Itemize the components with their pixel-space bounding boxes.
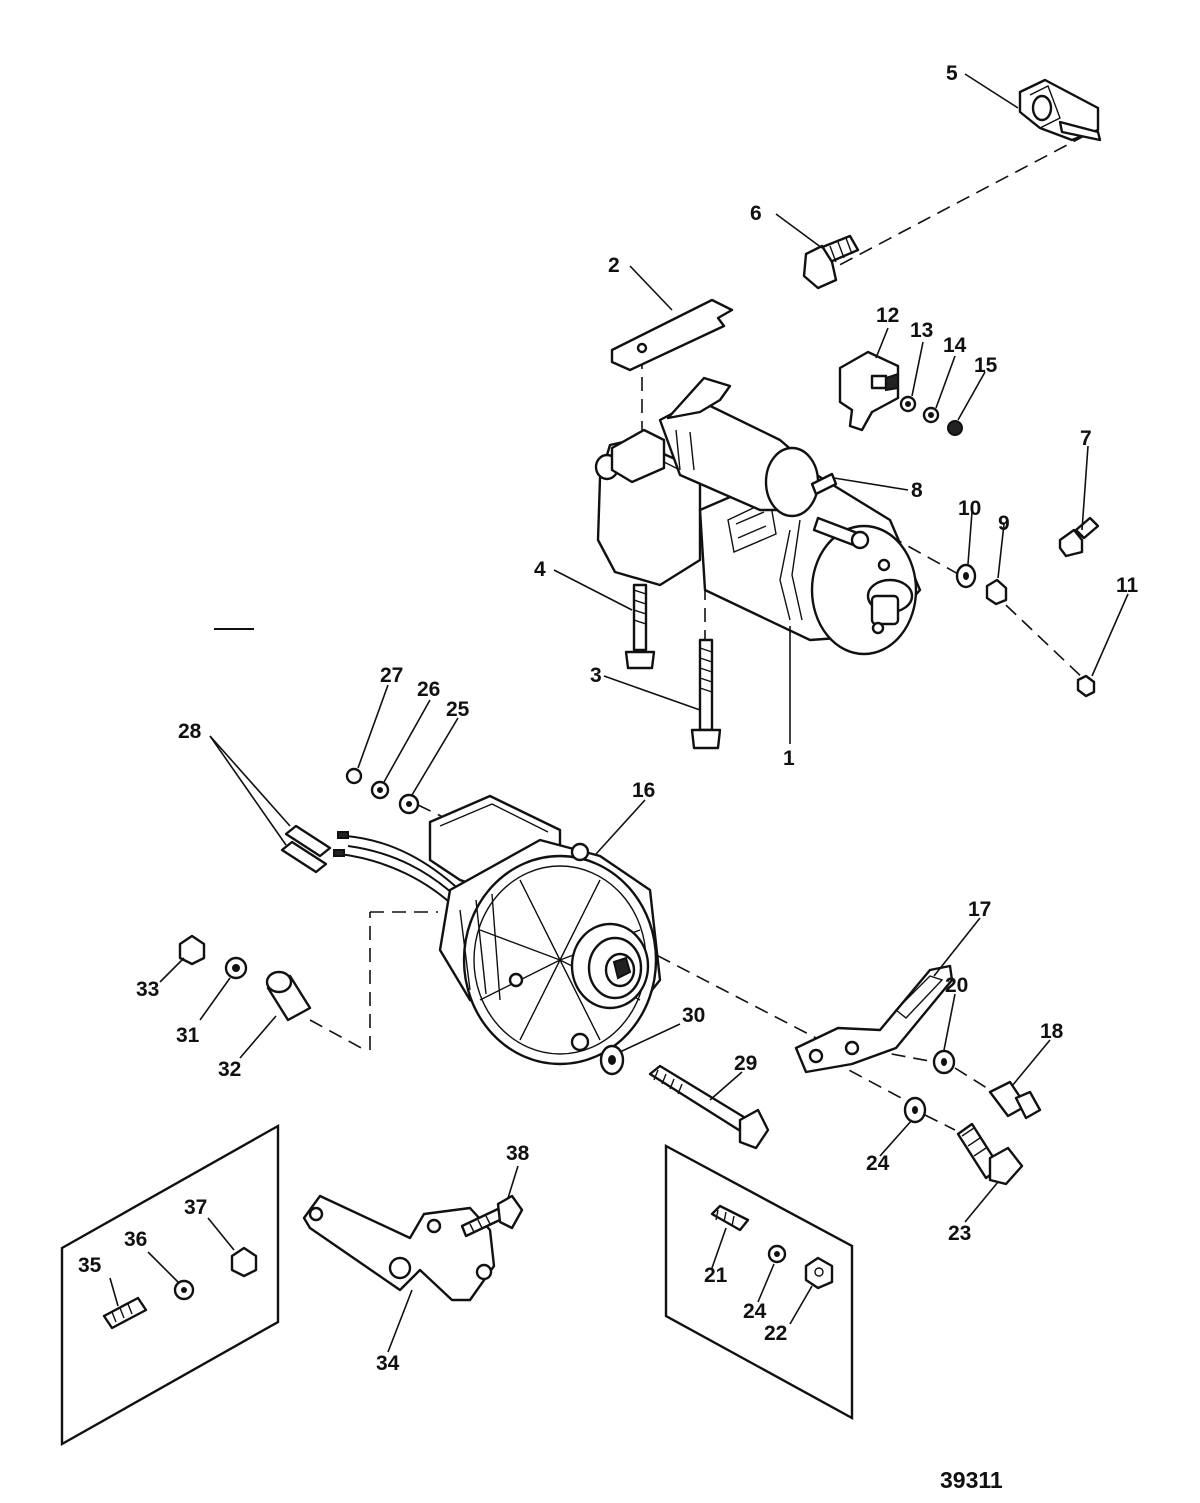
part-16-alternator (333, 794, 662, 1066)
callout-38: 38 (506, 1142, 530, 1165)
part-7-bolt (1058, 516, 1100, 558)
callout-27: 27 (380, 664, 403, 687)
part-5-bracket (1018, 78, 1102, 142)
callout-14: 14 (943, 334, 967, 357)
callout-26: 26 (417, 678, 440, 701)
callout-16: 16 (632, 779, 655, 802)
part-28-sleeves (280, 824, 332, 874)
callout-20: 20 (945, 974, 968, 997)
callout-7: 7 (1080, 427, 1092, 450)
part-4-bolt (624, 583, 656, 670)
callout-29: 29 (734, 1052, 757, 1075)
callout-22: 22 (764, 1322, 787, 1345)
callout-30: 30 (682, 1004, 705, 1027)
callout-1: 1 (783, 747, 795, 770)
callout-3: 3 (590, 664, 602, 687)
callout-11: 11 (1116, 574, 1139, 597)
part-32-spacer (265, 970, 312, 1022)
part-9-nut (985, 578, 1008, 606)
callout-31: 31 (176, 1024, 200, 1047)
part-27-nut (345, 767, 363, 785)
part-38-bolt (460, 1194, 524, 1238)
callout-35: 35 (78, 1254, 102, 1277)
callout-21: 21 (704, 1264, 728, 1287)
callout-24-lower: 24 (743, 1300, 767, 1323)
assembly-lines (139, 134, 1087, 1311)
figure-number: 39311 (940, 1467, 1003, 1493)
callout-9: 9 (998, 512, 1010, 535)
part-18-bolt (988, 1080, 1042, 1120)
detail-panel-left (60, 1123, 280, 1447)
callout-18: 18 (1040, 1020, 1064, 1043)
part-1-starter-motor (594, 376, 922, 656)
callout-25: 25 (446, 698, 470, 721)
callout-23: 23 (948, 1222, 971, 1245)
part-31-washer (224, 956, 248, 980)
callouts: 1 2 3 4 5 6 7 8 9 10 11 12 13 14 15 16 1… (78, 62, 1139, 1375)
callout-2: 2 (608, 254, 620, 277)
part-11-nut (1076, 674, 1096, 698)
part-30-washer (599, 1044, 625, 1076)
callout-5: 5 (946, 62, 958, 85)
detail-panel-right (664, 1143, 854, 1421)
part-25-washer (398, 793, 420, 815)
leader-lines (109, 73, 1129, 1353)
callout-28: 28 (178, 720, 202, 743)
part-23-bolt (956, 1122, 1024, 1186)
part-6-bolt (802, 234, 860, 290)
part-20-washer (932, 1049, 956, 1075)
callout-8: 8 (911, 479, 923, 502)
parts-13-15-hardware (899, 395, 963, 436)
part-12-terminal (838, 350, 900, 432)
part-10-washer (955, 563, 977, 589)
part-3-bolt (690, 638, 722, 750)
part-24-washer-upper (903, 1096, 927, 1124)
part-33-nut (178, 934, 206, 966)
callout-36: 36 (124, 1228, 147, 1251)
callout-13: 13 (910, 319, 933, 342)
callout-33: 33 (136, 978, 159, 1001)
part-29-bolt (648, 1064, 770, 1150)
part-26-washer (370, 780, 390, 800)
part-2-strap (610, 298, 734, 372)
part-34-bracket (302, 1194, 496, 1302)
part-17-bracket (794, 964, 954, 1074)
callout-6: 6 (750, 202, 762, 225)
callout-4: 4 (534, 558, 546, 581)
callout-34: 34 (376, 1352, 400, 1375)
callout-12: 12 (876, 304, 899, 327)
callout-17: 17 (968, 898, 991, 921)
callout-10: 10 (958, 497, 981, 520)
callout-15: 15 (974, 354, 998, 377)
callout-32: 32 (218, 1058, 241, 1081)
callout-24-upper: 24 (866, 1152, 890, 1175)
callout-37: 37 (184, 1196, 207, 1219)
